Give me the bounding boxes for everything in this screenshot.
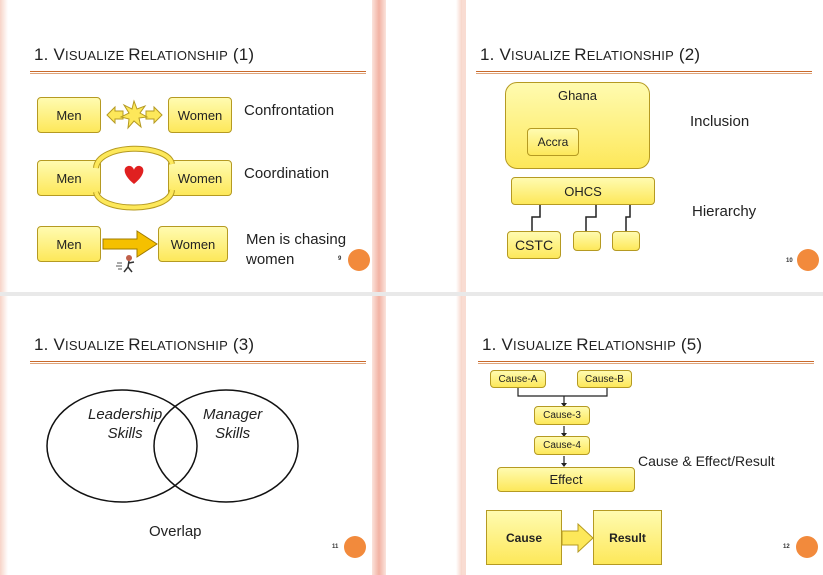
page-dot bbox=[348, 249, 370, 271]
divider-stripe bbox=[372, 0, 386, 575]
center-edge-stripe bbox=[456, 0, 462, 575]
cause-3-box: Cause-3 bbox=[534, 406, 590, 425]
left-edge-stripe bbox=[0, 0, 8, 575]
slide-title: 1. VISUALIZE RELATIONSHIP (5) bbox=[482, 335, 703, 354]
title-rule bbox=[476, 71, 812, 74]
cause-box: Cause bbox=[486, 510, 562, 565]
confrontation-arrows-icon bbox=[106, 99, 163, 130]
page-number: 11 bbox=[332, 544, 339, 550]
manager-circle bbox=[153, 389, 299, 503]
child-box bbox=[612, 231, 640, 251]
chasing-label: Men is chasing women bbox=[246, 231, 347, 268]
result-box: Result bbox=[593, 510, 662, 565]
slide-title: 1. VISUALIZE RELATIONSHIP (1) bbox=[34, 45, 255, 64]
cause-a-box: Cause-A bbox=[490, 370, 546, 388]
chase-arrow-icon bbox=[102, 230, 158, 258]
title-rule bbox=[30, 71, 366, 74]
slide-title: 1. VISUALIZE RELATIONSHIP (2) bbox=[480, 45, 701, 64]
page-dot bbox=[344, 536, 366, 558]
hierarchy-connectors bbox=[531, 205, 631, 233]
slide-title: 1. VISUALIZE RELATIONSHIP (3) bbox=[34, 335, 255, 354]
title-rule bbox=[478, 361, 814, 364]
women-box: Women bbox=[168, 160, 232, 196]
cause-b-box: Cause-B bbox=[577, 370, 632, 388]
ghana-box: Ghana bbox=[505, 82, 650, 169]
center-edge-stripe-2 bbox=[462, 0, 466, 575]
inclusion-label: Inclusion bbox=[690, 113, 750, 130]
ohcs-box: OHCS bbox=[511, 177, 655, 205]
women-box: Women bbox=[158, 226, 228, 262]
running-man-icon bbox=[116, 255, 135, 273]
page-number: 10 bbox=[786, 258, 793, 264]
coordination-cycle-icon bbox=[93, 145, 175, 211]
women-box: Women bbox=[168, 97, 232, 133]
page-number: 9 bbox=[338, 256, 342, 262]
venn-diagram bbox=[46, 389, 299, 503]
cause-result-arrow-icon bbox=[561, 522, 594, 554]
cstc-box: CSTC bbox=[507, 231, 561, 259]
child-box bbox=[573, 231, 601, 251]
hierarchy-label: Hierarchy bbox=[692, 203, 757, 220]
page-number: 12 bbox=[783, 544, 790, 550]
men-box: Men bbox=[37, 160, 101, 196]
flow-connectors bbox=[517, 388, 608, 467]
manager-skills-label: Manager Skills bbox=[203, 406, 263, 442]
men-box: Men bbox=[37, 226, 101, 262]
effect-box: Effect bbox=[497, 467, 635, 492]
men-box: Men bbox=[37, 97, 101, 133]
horizontal-gap bbox=[0, 292, 823, 296]
coordination-label: Coordination bbox=[244, 165, 330, 182]
title-rule bbox=[30, 361, 366, 364]
cause-effect-label: Cause & Effect/Result bbox=[638, 453, 775, 469]
page-dot bbox=[797, 249, 819, 271]
cause-4-box: Cause-4 bbox=[534, 436, 590, 455]
page-dot bbox=[796, 536, 818, 558]
overlap-label: Overlap bbox=[149, 523, 202, 540]
confrontation-label: Confrontation bbox=[244, 102, 335, 119]
leadership-circle bbox=[46, 389, 198, 503]
accra-box: Accra bbox=[527, 128, 579, 156]
leadership-skills-label: Leadership Skills bbox=[88, 406, 163, 442]
